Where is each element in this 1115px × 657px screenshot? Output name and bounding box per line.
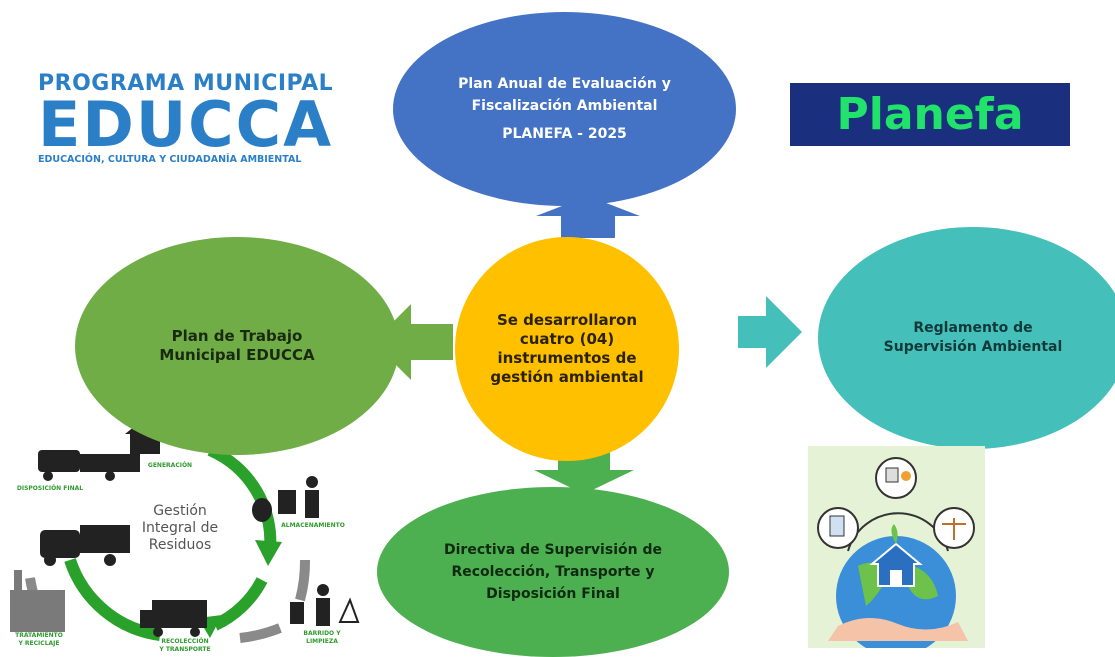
node-reglamento: Reglamento de Supervisión Ambiental: [818, 227, 1115, 449]
sweeping-icon: [290, 584, 360, 626]
node-center-line1: Se desarrollaron: [496, 311, 638, 329]
node-directiva: Directiva de Supervisión de Recolección,…: [377, 487, 729, 657]
stage-barrido-line1: BARRIDO Y: [303, 630, 341, 637]
node-reglamento-line2: Supervisión Ambiental: [883, 339, 1063, 355]
supervision-illustration: [808, 446, 985, 648]
stage-recoleccion: RECOLECCIÓN Y TRANSPORTE: [150, 638, 220, 654]
educca-logo-line3: EDUCACIÓN, CULTURA Y CIUDADANÍA AMBIENTA…: [38, 154, 302, 165]
node-directiva-line1: Directiva de Supervisión de: [444, 542, 662, 558]
stage-recoleccion-line2: Y TRANSPORTE: [159, 646, 211, 653]
arrow-up: [536, 196, 640, 238]
planefa-logo: Planefa: [790, 83, 1070, 146]
collection-truck-icon: [40, 525, 130, 566]
residue-cycle-title-line3: Residuos: [148, 537, 212, 553]
node-directiva-line2: Recolección, Transporte y: [451, 564, 655, 580]
residue-cycle-title-line1: Gestión: [153, 503, 207, 519]
hand-icon: [828, 617, 968, 641]
factory-icon: [10, 570, 65, 632]
planefa-logo-text: Planefa: [836, 89, 1024, 140]
node-planefa-line2: Fiscalización Ambiental: [471, 98, 658, 114]
stage-recoleccion-line1: RECOLECCIÓN: [161, 638, 209, 645]
node-planefa-line3: PLANEFA - 2025: [502, 126, 627, 142]
node-plan-trabajo-line1: Plan de Trabajo: [171, 327, 303, 345]
stage-tratamiento-line1: TRATAMIENTO: [15, 632, 63, 639]
stage-tratamiento-line2: Y RECICLAJE: [18, 640, 60, 647]
node-reglamento-line1: Reglamento de: [913, 320, 1033, 336]
stage-generacion: GENERACIÓN: [147, 462, 193, 469]
disposal-truck-icon: [38, 450, 140, 481]
collection-van-icon: [140, 600, 207, 637]
stage-barrido: BARRIDO Y LIMPIEZA: [292, 630, 352, 646]
node-planefa: Plan Anual de Evaluación y Fiscalización…: [393, 12, 736, 206]
node-center-line3: instrumentos de: [497, 349, 637, 367]
arrow-right: [738, 296, 802, 368]
node-plan-trabajo-line2: Municipal EDUCCA: [159, 346, 315, 364]
node-center-line2: cuatro (04): [519, 330, 615, 348]
stage-tratamiento: TRATAMIENTO Y RECICLAJE: [4, 632, 74, 648]
educca-logo: PROGRAMA MUNICIPAL EDUCCA EDUCACIÓN, CUL…: [38, 72, 368, 167]
residue-cycle-title: Gestión Integral de Residuos: [120, 503, 240, 554]
node-center: Se desarrollaron cuatro (04) instrumento…: [455, 237, 679, 461]
supervision-graphic: [817, 457, 975, 648]
node-planefa-line1: Plan Anual de Evaluación y: [458, 76, 671, 92]
educca-logo-title: EDUCCA: [38, 88, 334, 161]
node-center-line4: gestión ambiental: [490, 368, 644, 386]
node-directiva-line3: Disposición Final: [486, 586, 620, 602]
stage-almacenamiento: ALMACENAMIENTO: [281, 522, 345, 529]
arrow-down: [534, 452, 634, 494]
educca-logo-line1: PROGRAMA MUNICIPAL: [38, 71, 334, 96]
node-plan-trabajo: Plan de Trabajo Municipal EDUCCA: [75, 237, 399, 455]
residue-cycle-title-line2: Integral de: [141, 520, 219, 536]
storage-bins-icon: [252, 476, 319, 522]
stage-disposicion: DISPOSICIÓN FINAL: [16, 485, 84, 492]
stage-barrido-line2: LIMPIEZA: [306, 638, 338, 645]
